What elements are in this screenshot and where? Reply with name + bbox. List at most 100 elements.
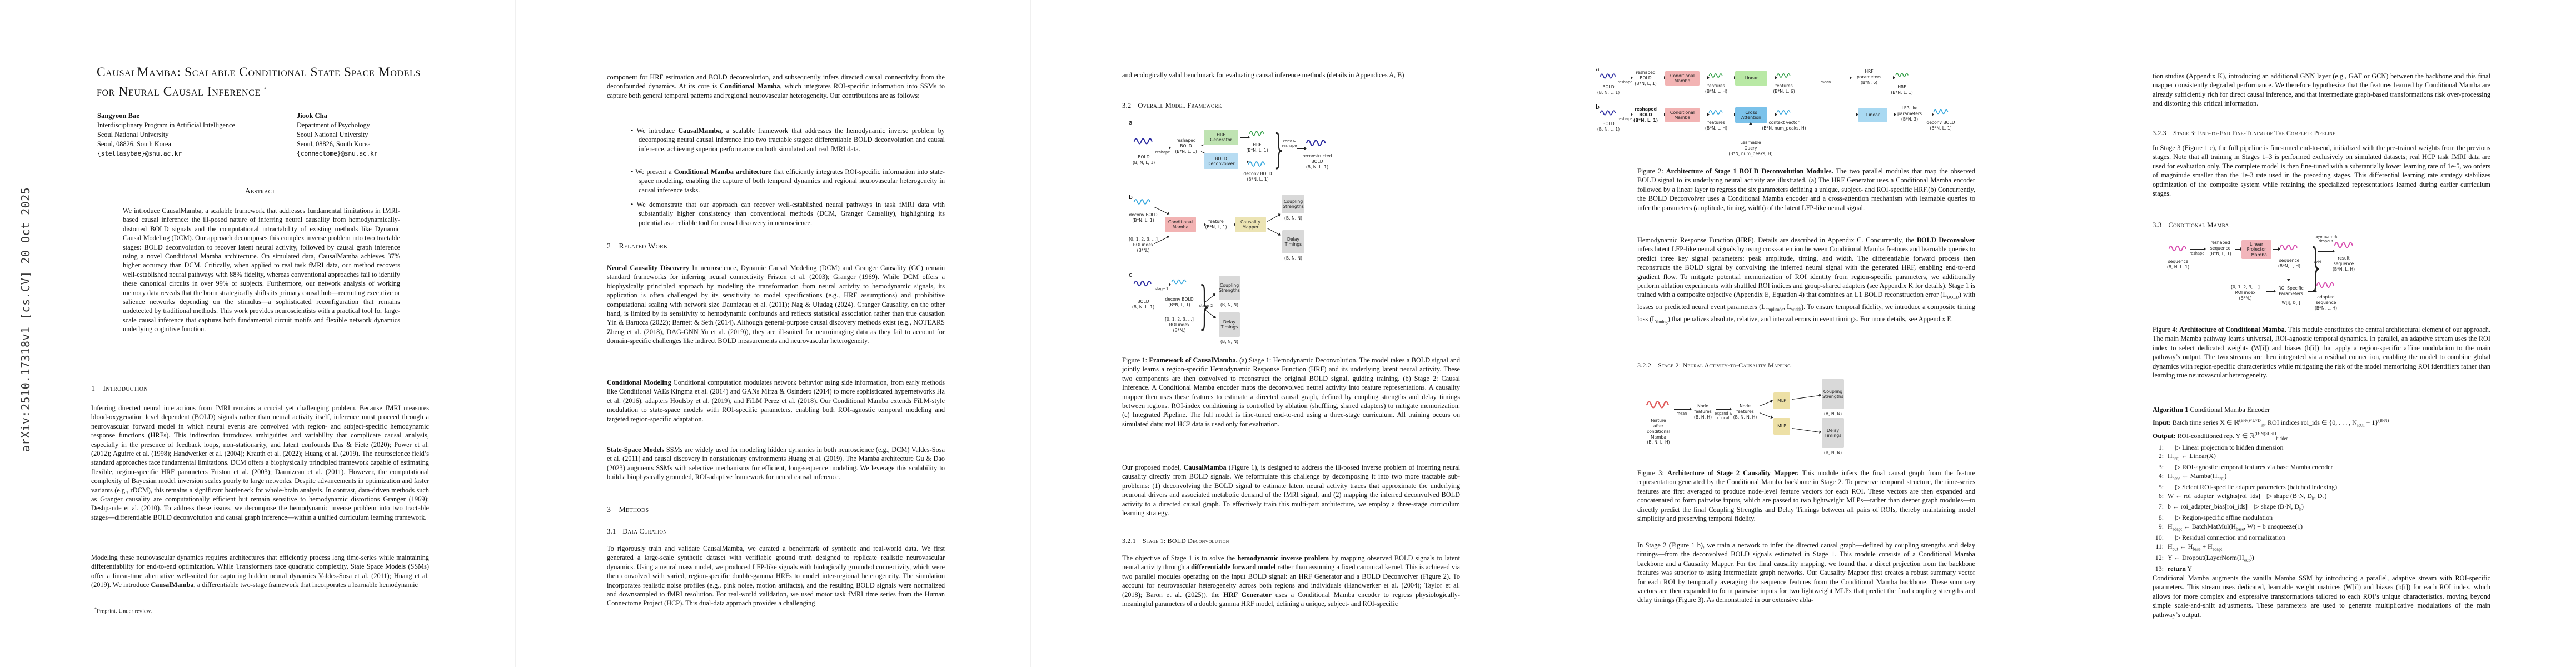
arrow-icon [1791, 395, 1820, 400]
figure-3: feature after conditional Mamba (B, N, L… [1546, 0, 2061, 467]
fig4-roi-index-label: [0, 1, 2, 3, ...] ROI index (B*N,) [2231, 285, 2260, 301]
fig4-adapted-label: adapted sequence (B*N, L, H) [2314, 295, 2338, 311]
author-email: {connectome}@snu.ac.kr [297, 150, 378, 157]
caption-text: This module infers the final causal grap… [1637, 469, 1975, 523]
fig2-a-mean-label: mean [1820, 80, 1831, 84]
stage2-paragraph: In Stage 2 (Figure 1 b), we train a netw… [1637, 541, 1975, 604]
author-block-1: Sangyoon Bae Interdisciplinary Program i… [97, 111, 281, 158]
fig1-panel-b-label: b [1129, 193, 1133, 201]
algorithm-header: Algorithm 1 Conditional Mamba Encoder [2153, 404, 2490, 416]
algorithm-output-line: Output: ROI-conditioned rep. Y ∈ ℝ(B·N)×… [2153, 430, 2490, 443]
caption-prefix: Figure 3: [1637, 469, 1667, 477]
fig2-b-learnable-query-label: Learnable Query (B*N, num_peaks, H) [1728, 140, 1773, 156]
paragraph-text: ) that penalizes absolute, relative, and… [1667, 315, 1953, 323]
fig1-bold-deconvolver-box: BOLD Deconvolver [1204, 153, 1238, 169]
bullet-text: We demonstrate that our approach can rec… [636, 201, 945, 227]
fig1-bold-input-label: BOLD (B, N, L, 1) [1132, 155, 1155, 165]
fig1-c-delay-box: Delay Timings [1219, 312, 1240, 337]
caption-prefix: Figure 1: [1122, 356, 1149, 364]
line-text: b ← roi_adapter_bias[roi_ids] ▷ shape (B… [2168, 502, 2304, 512]
section-number: 3.2.3 [2153, 129, 2166, 137]
section-title: Related Work [619, 242, 668, 251]
subscript: hidden [2276, 436, 2289, 441]
figure-2: a BOLD (B, N, L, 1) reshape reshaped BOL… [1546, 0, 2061, 167]
bold-term: BOLD Deconvolver [1916, 236, 1975, 244]
paragraph-text: infers latent LFP-like neural signals by… [1637, 245, 1975, 299]
intro-paragraph-2: Modeling these neurovascular dynamics re… [91, 553, 429, 590]
bullet-icon: • [631, 127, 634, 135]
bullet-item-3: • We demonstrate that our approach can r… [631, 200, 945, 227]
page-2: component for HRF estimation and BOLD de… [515, 0, 1031, 667]
paragraph-text: In neuroscience, Dynamic Causal Modeling… [607, 264, 945, 345]
fig4-sequence-h-label: sequence (B*N, L, H) [2278, 258, 2301, 268]
algorithm-line: 13: return Y [2153, 565, 2490, 575]
fig1-deconv-output-label: deconv BOLD (B*N, L, 1) [1243, 171, 1272, 182]
stage2-continuation-paragraph: tion studies (Appendix K), introducing a… [2153, 72, 2490, 108]
caption-text: The two parallel modules that map the ob… [1637, 167, 1975, 212]
section-title: Conditional Mamba [2168, 221, 2229, 229]
line-text: return Y [2168, 564, 2192, 573]
figure-2-caption: Figure 2: Architecture of Stage 1 BOLD D… [1637, 167, 1975, 212]
caption-prefix: Figure 2: [1637, 167, 1666, 175]
abstract-text: We introduce CausalMamba, a scalable fra… [123, 207, 400, 334]
paragraph-text: , a differentiable two-stage framework t… [193, 581, 418, 589]
fig4-sequence-label: sequence (B, N, L, 1) [2166, 259, 2190, 270]
result-waveform-icon [2334, 238, 2355, 252]
stage1-continuation-paragraph: Hemodynamic Response Function (HRF). Det… [1637, 236, 1975, 327]
hrf-waveform-icon [1249, 127, 1265, 140]
feature-waveform-icon [1646, 395, 1671, 415]
line-text: Hadapt ← BatchMatMul(Hbase, W) + b unsqu… [2168, 522, 2303, 532]
author-affiliation: Interdisciplinary Program in Artificial … [97, 121, 235, 129]
line-text: ▷ ROI-agnostic temporal features via bas… [2175, 463, 2333, 471]
brace-icon: } [2308, 238, 2324, 296]
line-number: 9: [2158, 522, 2164, 531]
paragraph-text: SSMs are widely used for modeling hidden… [607, 446, 945, 481]
fig1-c-delay-dims: (B, N, N) [1220, 339, 1239, 344]
line-number: 4: [2158, 471, 2164, 480]
bold-waveform-icon [1133, 277, 1153, 290]
fig2-a-bold-label: BOLD (B, N, L, 1) [1597, 84, 1620, 95]
line-text: ▷ Select ROI-specific adapter parameters… [2175, 482, 2338, 491]
bullet-icon: • [631, 168, 634, 176]
fig3-coupling-dims: (B, N, N) [1823, 411, 1842, 416]
section-number: 3 [607, 506, 611, 514]
superscript: (B·N) [2378, 418, 2389, 423]
fig3-node-features2-label: Node features (B, N, N, H) [1733, 404, 1757, 420]
io-text: Batch time series X ∈ ℝ [2172, 419, 2239, 426]
fig2-panel-b-label: b [1596, 103, 1600, 111]
line-number: 13: [2155, 564, 2164, 573]
algorithm-line: 12:Y ← Dropout(LayerNorm(Hout)) [2153, 554, 2490, 565]
fig3-delay-box: Delay Timings [1822, 418, 1844, 448]
superscript: (B·N)×L×D [2254, 431, 2276, 437]
fig3-node-features-label: Node features (B, N, H) [1693, 404, 1712, 420]
line-number: 7: [2158, 502, 2164, 511]
fig2-b-conditional-mamba-box: Conditional Mamba [1665, 108, 1700, 122]
bullet-text: We introduce [636, 127, 679, 135]
fig2-b-features-label: features (B*N, L, H) [1705, 120, 1728, 131]
page-4: a BOLD (B, N, L, 1) reshape reshaped BOL… [1546, 0, 2061, 667]
fig1-hrf-output-label: HRF (B*N, L, 1) [1246, 142, 1268, 153]
bold-term: CausalMamba [151, 581, 194, 589]
abstract-heading: Abstract [245, 187, 276, 195]
section-title: Stage 3: End-to-End Fine-Tuning of The C… [2173, 129, 2336, 137]
fig2-b-cross-attention-box: Cross Attention [1735, 107, 1767, 123]
fig4-add-label: add [2314, 260, 2321, 265]
paper-title: CausalMamba: Scalable Conditional State … [97, 64, 437, 100]
arrow-icon [1267, 228, 1279, 235]
fig3-expand-label: expand & concat [1715, 411, 1732, 420]
caption-title: Architecture of Stage 1 BOLD Deconvoluti… [1666, 167, 1833, 175]
run-in-heading: State-Space Models [607, 446, 665, 454]
section-number: 3.2.1 [1122, 537, 1136, 545]
sequence-waveform-icon [2279, 240, 2299, 255]
section-title: Stage 1: BOLD Deconvolution [1143, 537, 1229, 545]
brace-icon: } [1272, 126, 1287, 172]
section-number: 3.2.2 [1637, 361, 1651, 369]
section-number: 3.1 [607, 527, 616, 535]
fig1-c-deconv-label: deconv BOLD (B*N, L, 1) [1165, 297, 1194, 307]
io-label: Output: [2153, 432, 2178, 440]
bold-term: HRF Generator [1223, 590, 1272, 599]
stage3-paragraph: In Stage 3 (Figure 1 c), the full pipeli… [2153, 144, 2490, 198]
